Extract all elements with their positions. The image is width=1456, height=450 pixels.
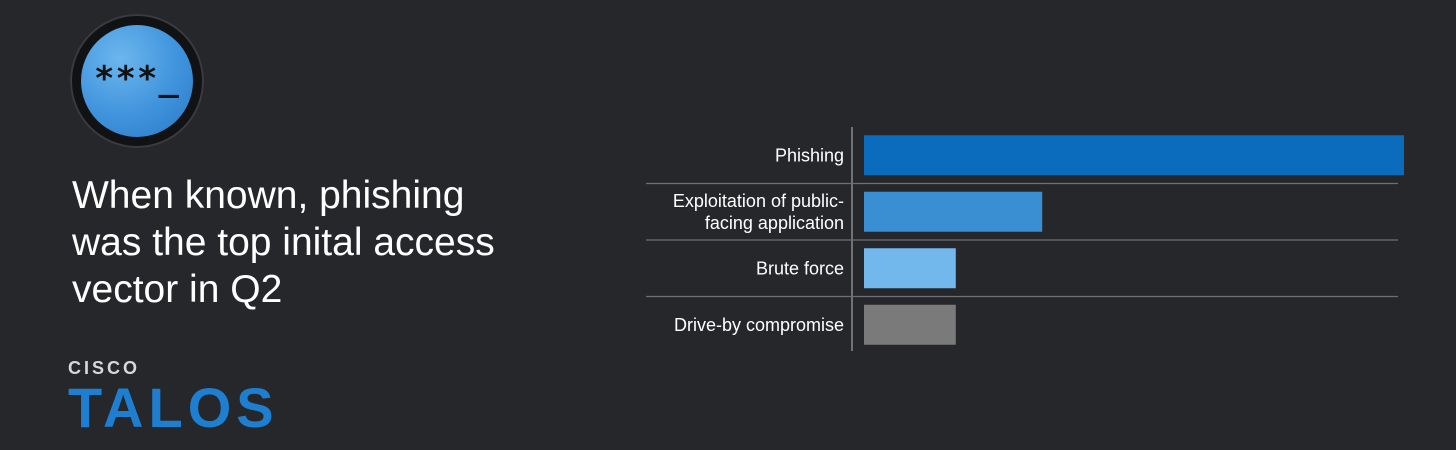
- category-label-1-line-1: facing application: [705, 213, 844, 233]
- badge-text: ***_: [94, 59, 180, 99]
- category-label-1-line-0: Exploitation of public-: [673, 191, 844, 211]
- category-label-0: Phishing: [775, 145, 844, 165]
- category-label-3: Drive-by compromise: [674, 315, 844, 335]
- password-prompt-icon: ***_: [81, 25, 193, 137]
- bar-0: [864, 135, 1404, 176]
- cisco-talos-logo: CISCO TALOS: [68, 358, 279, 436]
- password-badge: ***_: [70, 14, 204, 148]
- bar-2: [864, 248, 956, 289]
- bar-3: [864, 304, 956, 345]
- category-label-2: Brute force: [756, 258, 844, 278]
- brand-company: CISCO: [68, 358, 141, 378]
- bar-1: [864, 191, 1043, 232]
- headline: When known, phishing was the top inital …: [72, 174, 495, 311]
- brand-product: TALOS: [68, 376, 279, 439]
